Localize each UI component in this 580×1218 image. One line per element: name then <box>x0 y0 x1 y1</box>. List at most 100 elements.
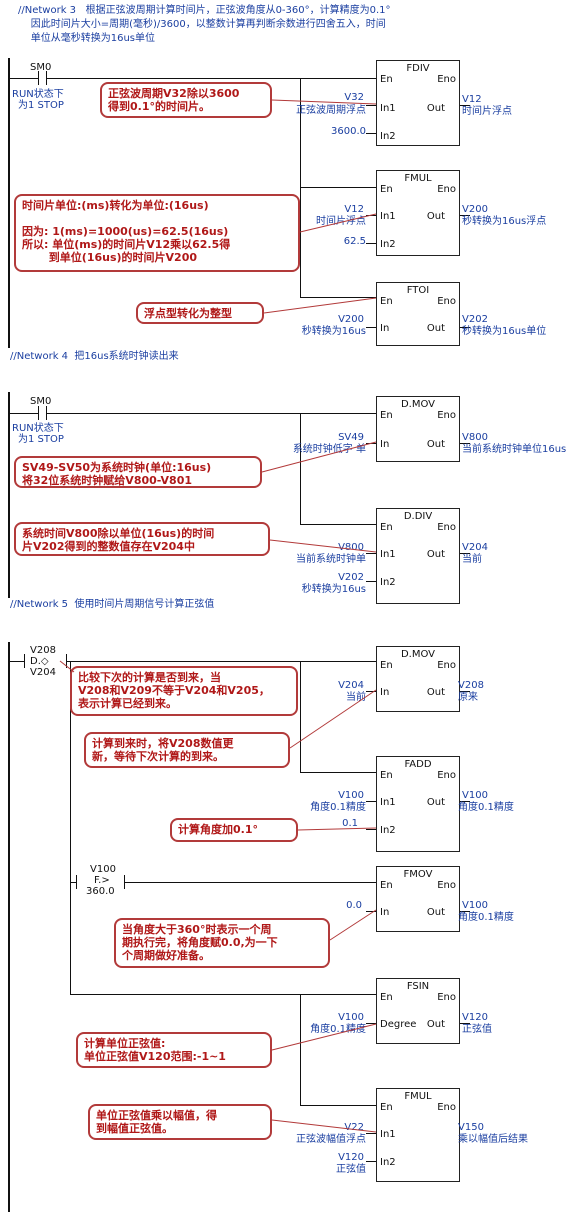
fsin-in-address: V100 <box>338 1012 364 1023</box>
dmov-eno: Eno <box>437 660 456 671</box>
fadd-title: FADD <box>404 759 432 770</box>
fmul-eno: Eno <box>437 184 456 195</box>
fmov-en: En <box>380 880 393 891</box>
ddiv-in2-comment: 秒转换为16us <box>301 584 366 595</box>
fsin-note: 计算单位正弦值: 单位正弦值V120范围:-1~1 <box>76 1032 272 1068</box>
network4-header: //Network 4 把16us系统时钟读出来 <box>10 351 179 362</box>
ftoi-in-comment: 秒转换为16us <box>301 326 366 337</box>
fadd-note: 计算角度加0.1° <box>170 818 298 842</box>
fadd-out-comment: 角度0.1精度 <box>458 802 514 813</box>
fmul-out-address: V200 <box>462 204 488 215</box>
ddiv-note: 系统时间V800除以单位(16us)的时间 片V202得到的整数值存在V204中 <box>14 522 270 556</box>
sm0-address: SM0 <box>30 62 52 73</box>
sm0-comment-2: 为1 STOP <box>18 100 64 111</box>
ftoi-out-comment: 秒转换为16us单位 <box>462 326 547 337</box>
ddiv-out: Out <box>426 549 445 560</box>
ftoi-in: In <box>380 323 390 334</box>
power-rail-n3 <box>8 58 10 348</box>
network3-header: //Network 3 根据正弦波周期计算时间片，正弦波角度从0-360°，计算… <box>18 5 391 44</box>
dmov-title: D.MOV <box>400 399 436 410</box>
ddiv-block[interactable]: D.DIV En Eno In1 Out In2 <box>376 508 460 604</box>
cmp1-operator: D.◇ <box>30 656 49 667</box>
fmul-in1: In1 <box>380 211 396 222</box>
fadd-out: Out <box>426 797 445 808</box>
branch-wire <box>300 187 376 188</box>
sm0-comment-1: RUN状态下 <box>12 89 64 100</box>
fdiv-out: Out <box>426 103 445 114</box>
fsin-title: FSIN <box>406 981 430 992</box>
dmov-title: D.MOV <box>400 649 436 660</box>
cmp1-reference: V204 <box>30 667 56 678</box>
ftoi-out-address: V202 <box>462 314 488 325</box>
contact-bar-left[interactable] <box>38 406 39 420</box>
fmul-note: 时间片单位:(ms)转化为单位:(16us) 因为: 1(ms)=1000(us… <box>14 194 300 272</box>
network5-header: //Network 5 使用时间片周期信号计算正弦值 <box>10 599 215 610</box>
power-rail-n5 <box>8 642 10 1212</box>
fdiv-in2-value: 3600.0 <box>331 126 366 137</box>
ftoi-note: 浮点型转化为整型 <box>136 302 264 324</box>
contact-bar-left[interactable] <box>38 71 39 85</box>
dmov-en: En <box>380 660 393 671</box>
fdiv-in1-comment: 正弦波周期浮点 <box>296 105 366 116</box>
fadd-in2: In2 <box>380 825 396 836</box>
ftoi-in-address: V200 <box>338 314 364 325</box>
fadd-eno: Eno <box>437 770 456 781</box>
fadd-out-address: V100 <box>462 790 488 801</box>
ddiv-in1-address: V800 <box>338 542 364 553</box>
fmul5-in2-comment: 正弦值 <box>336 1164 366 1175</box>
ddiv-out-address: V204 <box>462 542 488 553</box>
dmov-out: Out <box>426 439 445 450</box>
fmul-in1-comment: 时间片浮点 <box>316 216 366 227</box>
fmul-block-n5[interactable]: FMUL En Eno In1 In2 <box>376 1088 460 1182</box>
fsin-en: En <box>380 992 393 1003</box>
dmov5-in-comment: 当前 <box>346 692 366 703</box>
fmul-out: Out <box>426 211 445 222</box>
dmov-en: En <box>380 410 393 421</box>
compare-bar-left[interactable] <box>76 875 77 889</box>
ddiv-title: D.DIV <box>403 511 433 522</box>
dmov-block-n5[interactable]: D.MOV En Eno In Out <box>376 646 460 712</box>
fmul-title: FMUL <box>404 173 432 184</box>
ddiv-in1-comment: 当前系统时钟单 <box>296 554 366 565</box>
dmov-in: In <box>380 439 390 450</box>
fmul-note-n5: 单位正弦值乘以幅值，得 到幅值正弦值。 <box>88 1104 272 1140</box>
cmp1-address: V208 <box>30 645 56 656</box>
compare-bar-left[interactable] <box>24 654 25 668</box>
branch-wire <box>300 78 301 298</box>
ddiv-out-comment: 当前 <box>462 554 482 565</box>
fadd-en: En <box>380 770 393 781</box>
ftoi-block[interactable]: FTOI En Eno In Out <box>376 282 460 346</box>
fadd-block[interactable]: FADD En Eno In1 Out In2 <box>376 756 460 852</box>
fdiv-out-comment: 时间片浮点 <box>462 106 512 117</box>
fmov-in: In <box>380 907 390 918</box>
rung-wire <box>46 78 376 79</box>
dmov-in-address: SV49 <box>338 432 364 443</box>
dmov-block-n4[interactable]: D.MOV En Eno In Out <box>376 396 460 462</box>
fdiv-note: 正弦波周期V32除以3600 得到0.1°的时间片。 <box>100 82 272 118</box>
sm0-comment-1-n4: RUN状态下 <box>12 423 64 434</box>
fsin-out: Out <box>426 1019 445 1030</box>
dmov-note-n4: SV49-SV50为系统时钟(单位:16us) 将32位系统时钟赋给V800-V… <box>14 456 262 488</box>
fadd-in1-address: V100 <box>338 790 364 801</box>
ftoi-en: En <box>380 296 393 307</box>
fsin-out-address: V120 <box>462 1012 488 1023</box>
ddiv-in1: In1 <box>380 549 396 560</box>
ftoi-out: Out <box>426 323 445 334</box>
fsin-out-comment: 正弦值 <box>462 1024 492 1035</box>
fadd-in1: In1 <box>380 797 396 808</box>
fsin-block[interactable]: FSIN En Eno Degree Out <box>376 978 460 1044</box>
fmul5-in2-address: V120 <box>338 1152 364 1163</box>
dmov5-out-comment: 原来 <box>458 692 478 703</box>
fmul-block[interactable]: FMUL En Eno In1 Out In2 <box>376 170 460 256</box>
dmov5-in-address: V204 <box>338 680 364 691</box>
fdiv-in1: In1 <box>380 103 396 114</box>
fmul-in1: In1 <box>380 1129 396 1140</box>
fdiv-block[interactable]: FDIV En Eno In1 Out In2 <box>376 60 460 146</box>
fmov-block[interactable]: FMOV En Eno In Out <box>376 866 460 932</box>
fdiv-eno: Eno <box>437 74 456 85</box>
sm0-address-n4: SM0 <box>30 396 52 407</box>
ftoi-title: FTOI <box>406 285 430 296</box>
ddiv-in2-address: V202 <box>338 572 364 583</box>
dmov-out-address: V800 <box>462 432 488 443</box>
